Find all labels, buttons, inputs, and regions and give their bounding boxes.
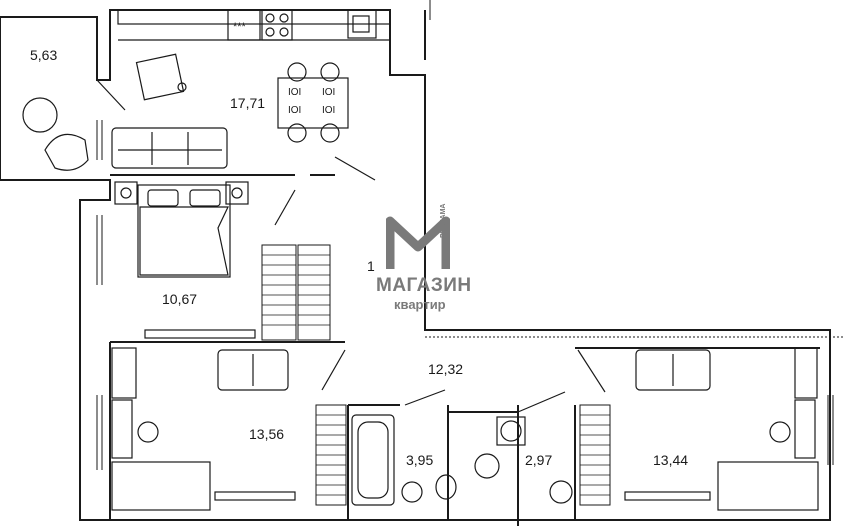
chair	[287, 123, 307, 143]
logo-m-icon	[386, 216, 450, 269]
cup-icon	[177, 82, 187, 92]
bath-sink	[401, 481, 423, 503]
place-setting-icon: IOI	[322, 87, 335, 98]
logo-subtitle: квартир	[394, 297, 446, 312]
dining-table	[277, 77, 349, 129]
area-label-room-right: 13,44	[653, 452, 689, 468]
desk-chair	[769, 421, 791, 443]
desk	[794, 399, 816, 459]
area-label-balcony: 5,63	[30, 47, 58, 63]
desk-chair	[137, 421, 159, 443]
area-label-kitchen: 17,71	[230, 95, 266, 111]
area-label-bedroom: 10,67	[162, 291, 198, 307]
place-setting-icon: IOI	[288, 105, 301, 116]
door-bath	[404, 389, 446, 406]
double-bed	[137, 184, 231, 278]
wardrobe-hall	[261, 244, 297, 341]
wc-sink	[549, 480, 573, 504]
nightstand	[225, 181, 249, 205]
bathtub	[351, 414, 395, 506]
place-setting-icon: IOI	[288, 87, 301, 98]
chair	[320, 62, 340, 82]
single-bed	[717, 461, 819, 511]
watermark-logo: РЕКЛАМА МАГАЗИН квартир	[372, 204, 482, 313]
kitchen-hob	[261, 9, 293, 41]
kitchen-counter	[117, 9, 391, 25]
bedroom-wardrobe	[144, 329, 256, 339]
armchair-sofa	[217, 349, 289, 391]
stove-label: ***	[233, 21, 247, 33]
shelf	[794, 347, 818, 399]
coffee-table	[135, 53, 185, 101]
bed-blanket	[139, 206, 229, 276]
single-bed	[111, 461, 211, 511]
radiator	[214, 491, 296, 501]
section-marker: 1	[367, 258, 375, 274]
area-label-room-left: 13,56	[249, 426, 285, 442]
area-label-bathroom: 3,95	[406, 452, 434, 468]
pillow	[189, 189, 221, 207]
nightstand	[114, 181, 138, 205]
chair	[320, 123, 340, 143]
armchair-sofa	[635, 349, 711, 391]
washing-machine	[496, 416, 526, 446]
hob-ring	[279, 27, 289, 37]
place-setting-icon: IOI	[322, 105, 335, 116]
shelf	[111, 347, 137, 399]
sofa	[111, 127, 228, 169]
door-room-right	[577, 349, 606, 393]
door-wc	[517, 391, 566, 413]
bath-toilet	[435, 474, 457, 500]
radiator	[624, 491, 711, 501]
hob-ring	[265, 13, 275, 23]
hob-ring	[265, 27, 275, 37]
balcony-table	[22, 97, 58, 133]
door-balcony	[96, 79, 126, 111]
area-label-hall: 12,32	[428, 361, 464, 377]
chair	[287, 62, 307, 82]
outer-wall	[0, 9, 831, 521]
door-kitchen	[334, 156, 376, 181]
balcony-chair	[44, 133, 89, 171]
kitchen-sink	[347, 9, 377, 39]
door-room-left	[321, 349, 346, 391]
wc-toilet	[474, 453, 500, 479]
desk	[111, 399, 133, 459]
area-label-wc: 2,97	[525, 452, 553, 468]
hob-ring	[279, 13, 289, 23]
logo-ad-label: РЕКЛАМА	[440, 203, 447, 238]
wardrobe-hall	[297, 244, 331, 341]
pillow	[147, 189, 179, 207]
kitchen-sink-bowl	[352, 15, 370, 33]
door-bedroom	[274, 189, 296, 226]
logo-name: МАГАЗИН	[376, 275, 472, 296]
